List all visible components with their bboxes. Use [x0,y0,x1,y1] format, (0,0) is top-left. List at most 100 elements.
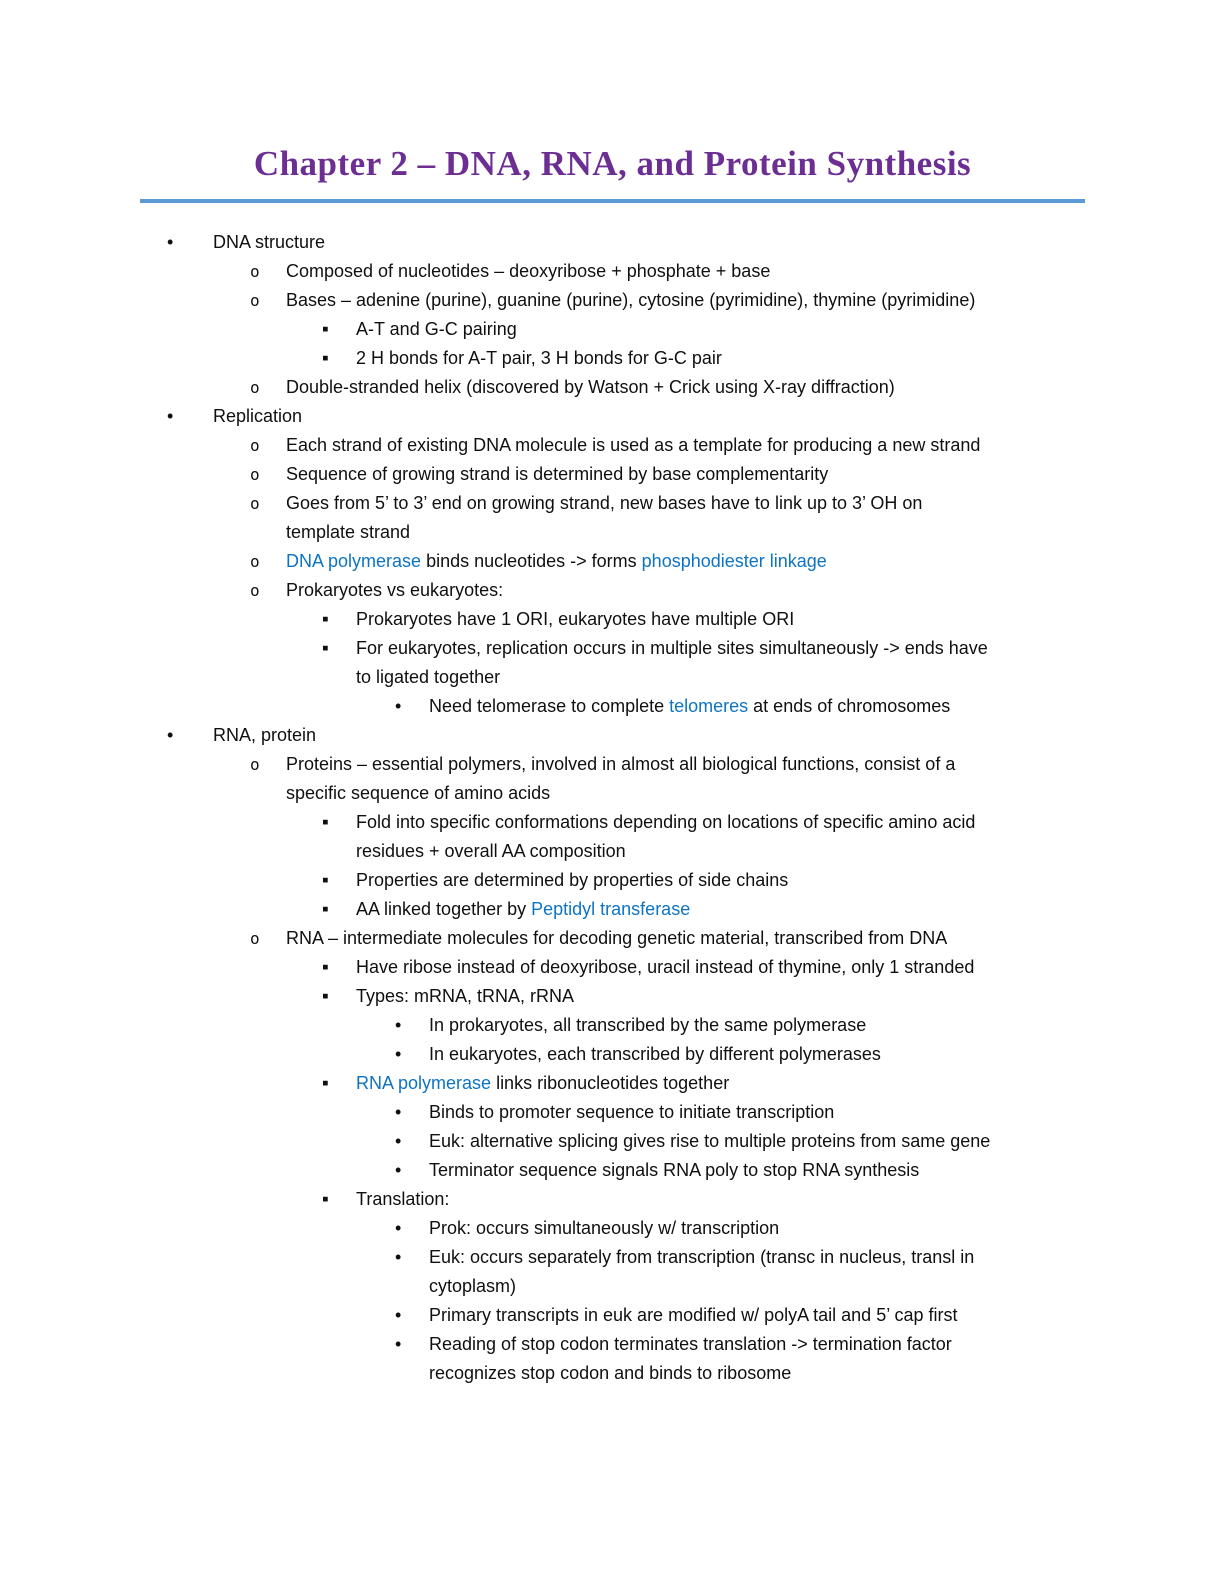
list-item: ▪ A-T and G-C pairing [0,315,1224,344]
bullet-icon: • [395,1044,402,1064]
bullet-icon: • [395,1218,402,1238]
text-run: Euk: alternative splicing gives rise to … [429,1131,991,1151]
list-item: •In eukaryotes, each transcribed by diff… [0,1040,1224,1069]
list-item: • Binds to promoter sequence to initiate … [0,1098,1224,1127]
list-item: • Terminator sequence signals RNA poly to… [0,1156,1224,1185]
text-run: RNA – intermediate molecules for decodin… [286,928,948,948]
list-item: o Sequence of growing strand is determine… [0,460,1224,489]
text-run: For eukaryotes, replication occurs in mu… [356,638,988,687]
list-item-text: Types: mRNA, tRNA, rRNA [356,986,574,1006]
list-item-text: DNA structure [213,232,325,252]
list-item-text: A-T and G-C pairing [356,319,517,339]
list-item-text: RNA, protein [213,725,316,745]
text-run: Euk: occurs separately from transcriptio… [429,1247,975,1296]
list-item-text: Euk: occurs separately from transcriptio… [429,1247,974,1296]
text-run: Prok: occurs simultaneously w/ transcrip… [429,1218,780,1238]
list-item-text: Bases – adenine (purine), guanine (purin… [286,290,975,310]
list-item: ▪RNA polymerase links ribonucleotides to… [0,1069,1224,1098]
list-item: ▪ Types: mRNA, tRNA, rRNA [0,982,1224,1011]
text-run: Binds to promoter sequence to initiate t… [429,1102,835,1122]
text-run: Prokaryotes have 1 ORI, eukaryotes have … [356,609,795,629]
bullet-icon: • [395,1102,402,1122]
bullet-icon: • [395,1015,402,1035]
bullet-icon: o [250,465,260,484]
list-item-text: RNA – intermediate molecules for decodin… [286,928,947,948]
text-run: Double-stranded helix (discovered by Wat… [286,377,895,397]
highlighted-term: phosphodiester linkage [641,551,827,571]
bullet-icon: ▪ [322,609,329,630]
text-run: Fold into specific conformations dependi… [356,812,976,861]
list-item: • Prok: occurs simultaneously w/ transcri… [0,1214,1224,1243]
list-item: • Euk: alternative splicing gives rise to… [0,1127,1224,1156]
list-item-text: 2 H bonds for A-T pair, 3 H bonds for G-… [356,348,722,368]
highlighted-term: telomeres [669,696,749,716]
bullet-icon: • [395,1334,402,1354]
list-item-text: DNA polymerase binds nucleotides -> form… [286,551,827,571]
bullet-icon: • [167,725,174,745]
highlighted-term: Peptidyl transferase [531,899,691,919]
list-item-text: Proteins – essential polymers, involved … [286,754,955,803]
text-run: Primary transcripts in euk are modified … [429,1305,958,1325]
text-run: Prokaryotes vs eukaryotes: [286,580,504,600]
text-run: Types: mRNA, tRNA, rRNA [356,986,575,1006]
bullet-icon: o [250,494,260,513]
text-run: DNA structure [213,232,326,252]
list-item: •Primary transcripts in euk are modified… [0,1301,1224,1330]
list-item: ▪Have ribose instead of deoxyribose, ura… [0,953,1224,982]
bullet-icon: ▪ [322,899,329,920]
list-item: ▪ Prokaryotes have 1 ORI, eukaryotes have… [0,605,1224,634]
bullet-icon: o [250,581,260,600]
list-item: o Proteins – essential polymers, involved… [0,750,1224,808]
bullet-icon: ▪ [322,638,329,659]
bullet-icon: o [250,755,260,774]
text-run: 2 H bonds for A-T pair, 3 H bonds for G-… [356,348,722,368]
list-item-text: Properties are determined by properties … [356,870,788,890]
highlighted-term: DNA polymerase [286,551,422,571]
list-item: ▪Translation: [0,1185,1224,1214]
bullet-icon: ▪ [322,319,329,340]
list-item: •DNA structure [0,228,1224,257]
list-item-text: Sequence of growing strand is determined… [286,464,828,484]
text-run: Replication [213,406,303,426]
bullet-icon: ▪ [322,812,329,833]
list-item-text: Primary transcripts in euk are modified … [429,1305,958,1325]
bullet-icon: ▪ [322,1073,329,1094]
bullet-icon: • [395,1160,402,1180]
bullet-icon: ▪ [322,870,329,891]
list-item-text: In prokaryotes, all transcribed by the s… [429,1015,866,1035]
list-item: ▪2 H bonds for A-T pair, 3 H bonds for G… [0,344,1224,373]
list-item: ▪AA linked together by Peptidyl transfer… [0,895,1224,924]
text-run: Need telomerase to complete [429,696,670,716]
text-run: Have ribose instead of deoxyribose, urac… [356,957,975,977]
bullet-icon: • [395,1131,402,1151]
list-item: ▪ For eukaryotes, replication occurs in m… [0,634,1224,692]
bullet-icon: ▪ [322,986,329,1007]
list-item: • Euk: occurs separately from transcripti… [0,1243,1224,1301]
list-item-text: Prok: occurs simultaneously w/ transcrip… [429,1218,779,1238]
list-item: o Double-stranded helix (discovered by Wa… [0,373,1224,402]
bullet-icon: o [250,378,260,397]
list-item-text: Replication [213,406,302,426]
text-run: Reading of stop codon terminates transla… [429,1334,952,1383]
bullet-icon: • [167,406,174,426]
list-item-text: Need telomerase to complete telomeres at… [429,696,950,716]
list-item-text: Translation: [356,1189,449,1209]
bullet-icon: o [250,436,260,455]
list-item-text: Fold into specific conformations dependi… [356,812,975,861]
list-item: ▪ Properties are determined by properties… [0,866,1224,895]
list-item: o Prokaryotes vs eukaryotes: [0,576,1224,605]
list-item-text: Euk: alternative splicing gives rise to … [429,1131,990,1151]
text-run: Composed of nucleotides – deoxyribose + … [286,261,771,281]
text-run: Bases – adenine (purine), guanine (purin… [286,290,976,310]
text-run: links ribonucleotides together [491,1073,730,1093]
text-run: Terminator sequence signals RNA poly to … [429,1160,920,1180]
bullet-icon: • [395,696,402,716]
bullet-icon: • [395,1247,402,1267]
text-run: Goes from 5’ to 3’ end on growing strand… [286,493,923,542]
text-run: In prokaryotes, all transcribed by the s… [429,1015,867,1035]
bullet-icon: o [250,262,260,281]
text-run: RNA, protein [213,725,317,745]
